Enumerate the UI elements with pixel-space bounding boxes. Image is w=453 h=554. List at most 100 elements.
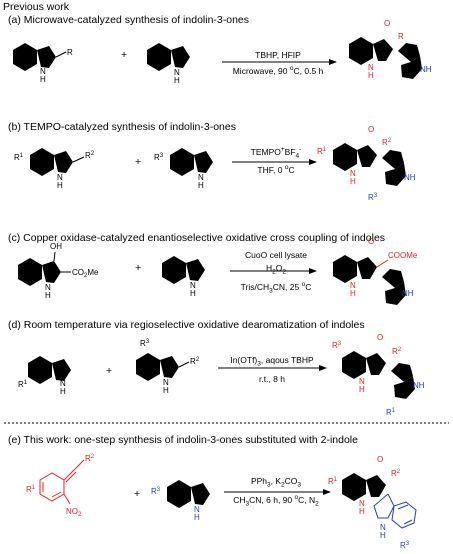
svg-text:O: O bbox=[377, 333, 383, 342]
svg-text:N: N bbox=[190, 281, 196, 290]
svg-text:N: N bbox=[359, 377, 365, 386]
svg-text:R3: R3 bbox=[368, 193, 378, 202]
conditions-d-top: In(OTf)3, aqous TBHP bbox=[230, 355, 314, 368]
product-d-indolyl bbox=[391, 363, 415, 399]
reactant-b-indole-r3 bbox=[170, 148, 213, 176]
svg-text:NH: NH bbox=[404, 173, 416, 182]
svg-text:R3: R3 bbox=[332, 341, 342, 350]
svg-text:H: H bbox=[359, 507, 365, 516]
product-e-2-indolyl bbox=[373, 493, 417, 529]
reactant-b-indole-r1-r2 bbox=[30, 148, 85, 176]
plus-b: + bbox=[135, 156, 142, 168]
conditions-e-top: PPh3, K2CO3 bbox=[250, 476, 302, 489]
svg-text:R2: R2 bbox=[190, 357, 200, 366]
svg-text:H: H bbox=[194, 513, 200, 522]
product-e-indolinone bbox=[342, 464, 386, 501]
svg-text:H: H bbox=[350, 177, 356, 186]
svg-text:NH: NH bbox=[420, 65, 432, 74]
svg-text:NH: NH bbox=[413, 381, 425, 390]
svg-text:R3: R3 bbox=[151, 487, 161, 496]
svg-text:H: H bbox=[198, 181, 204, 190]
svg-text:H: H bbox=[380, 531, 386, 540]
svg-text:H: H bbox=[40, 75, 46, 84]
svg-text:R3: R3 bbox=[140, 339, 150, 348]
svg-text:N: N bbox=[359, 499, 365, 508]
reactant-a-indole bbox=[147, 43, 190, 71]
svg-text:R: R bbox=[398, 32, 404, 41]
section-c-title: (c) Copper oxidase-catalyzed enantiosele… bbox=[8, 232, 386, 244]
svg-text:N: N bbox=[350, 281, 356, 290]
plus-a: + bbox=[121, 49, 128, 61]
svg-text:NH: NH bbox=[402, 289, 414, 298]
conditions-c-top: CuoO cell lysate bbox=[245, 250, 307, 260]
conditions-c-bottom: Tris/CH3CN, 25 oC bbox=[240, 281, 312, 295]
svg-text:N: N bbox=[198, 173, 204, 182]
svg-text:R2: R2 bbox=[392, 347, 402, 356]
reactant-a-2-substituted-indole bbox=[13, 43, 67, 71]
section-d-title: (d) Room temperature via regioselective … bbox=[8, 319, 365, 331]
svg-text:N: N bbox=[350, 169, 356, 178]
svg-text:H: H bbox=[163, 386, 169, 395]
product-b-indolinone bbox=[333, 134, 377, 171]
svg-text:R1: R1 bbox=[14, 153, 24, 162]
product-c-indolinone bbox=[333, 246, 389, 283]
svg-text:O: O bbox=[368, 125, 374, 134]
product-a-indolyl bbox=[398, 43, 422, 79]
svg-text:R2: R2 bbox=[382, 138, 392, 147]
conditions-b-top: TEMPO+BF4- bbox=[250, 146, 302, 160]
reactant-d-indole-r2-r3 bbox=[136, 353, 190, 381]
svg-text:N: N bbox=[60, 379, 66, 388]
section-e-title: (e) This work: one-step synthesis of ind… bbox=[8, 434, 358, 446]
product-c-indolyl bbox=[382, 269, 406, 305]
reactant-c-indole bbox=[162, 256, 205, 284]
svg-text:R1: R1 bbox=[386, 408, 396, 417]
svg-text:N: N bbox=[57, 173, 63, 182]
conditions-a-bottom: Microwave, 90 oC, 0.5 h bbox=[232, 65, 324, 76]
svg-text:R2: R2 bbox=[85, 151, 95, 160]
svg-text:O: O bbox=[384, 19, 390, 28]
conditions-e-bottom: CH3CN, 6 h, 90 oC, N2 bbox=[233, 494, 319, 508]
svg-text:O: O bbox=[377, 455, 383, 464]
product-a-indolinone bbox=[349, 28, 393, 65]
conditions-a-top: TBHP, HFIP bbox=[255, 50, 301, 60]
svg-text:R1: R1 bbox=[18, 380, 28, 389]
svg-text:N: N bbox=[174, 68, 180, 77]
reactant-e-alkynyl-nitrobenzene bbox=[39, 459, 85, 505]
svg-text:R1: R1 bbox=[26, 485, 36, 494]
svg-text:H: H bbox=[190, 289, 196, 298]
previous-work-header: Previous work bbox=[3, 1, 69, 13]
svg-text:R1: R1 bbox=[328, 477, 338, 486]
plus-c: + bbox=[135, 262, 142, 274]
svg-text:H: H bbox=[368, 71, 374, 80]
section-b-title: (b) TEMPO-catalyzed synthesis of indolin… bbox=[8, 121, 236, 133]
svg-text:N: N bbox=[368, 63, 374, 72]
svg-text:R1: R1 bbox=[317, 147, 327, 156]
svg-text:H: H bbox=[174, 76, 180, 85]
reactant-e-indole-r3 bbox=[167, 480, 210, 508]
svg-text:N: N bbox=[40, 67, 46, 76]
conditions-d-bottom: r.t., 8 h bbox=[259, 374, 285, 384]
product-d-indolinone bbox=[342, 342, 386, 379]
conditions-c-mid: H2O2 bbox=[265, 263, 286, 276]
svg-text:R3: R3 bbox=[400, 541, 410, 550]
reactant-c-hydroxyindole-ester bbox=[18, 251, 71, 286]
svg-text:O: O bbox=[368, 237, 374, 246]
svg-text:H: H bbox=[60, 387, 66, 396]
plus-e: + bbox=[134, 488, 141, 500]
svg-text:H: H bbox=[350, 289, 356, 298]
svg-text:N: N bbox=[380, 523, 386, 532]
svg-text:NO2: NO2 bbox=[66, 507, 82, 518]
svg-text:R2: R2 bbox=[391, 469, 401, 478]
svg-text:OH: OH bbox=[50, 242, 62, 251]
svg-text:COOMe: COOMe bbox=[388, 251, 418, 260]
svg-text:N: N bbox=[45, 283, 51, 292]
svg-text:CO2Me: CO2Me bbox=[72, 268, 99, 279]
svg-text:H: H bbox=[45, 291, 51, 300]
product-b-indolyl bbox=[382, 150, 406, 186]
section-a-title: (a) Microwave-catalyzed synthesis of ind… bbox=[8, 14, 250, 26]
plus-d: + bbox=[106, 365, 113, 377]
svg-text:H: H bbox=[57, 181, 63, 190]
svg-text:N: N bbox=[194, 505, 200, 514]
conditions-b-bottom: THF, 0 oC bbox=[257, 164, 295, 175]
